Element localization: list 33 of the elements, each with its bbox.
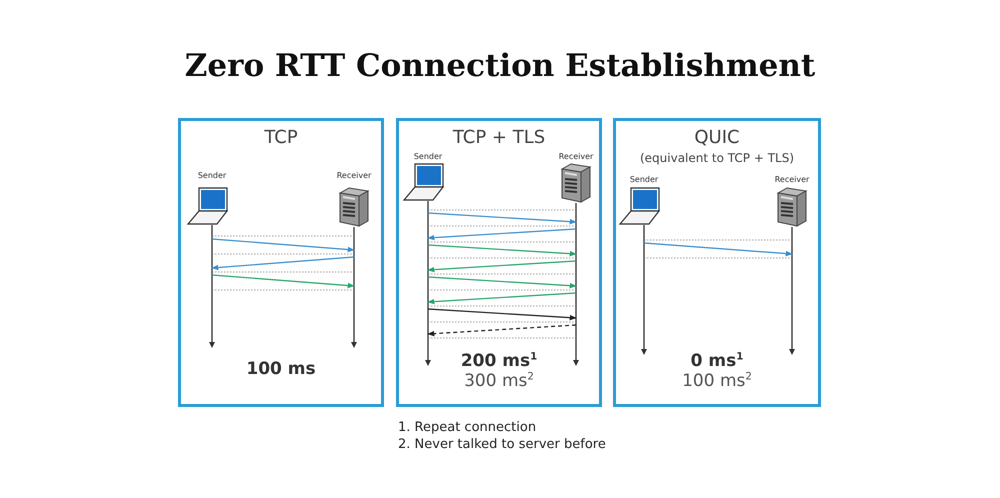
participant-label: Sender	[198, 171, 226, 180]
latency-value: 100 ms$^{2}$	[681, 371, 753, 391]
footnote: 1. Repeat connection	[398, 420, 536, 435]
message-arrow	[428, 276, 577, 288]
message-arrow	[427, 324, 576, 336]
message-arrow	[212, 274, 355, 288]
title: Zero RTT Connection Establishment	[184, 48, 816, 84]
panel-subtitle: (equivalent to TCP + TLS)	[638, 151, 796, 165]
participant-label: Sender	[414, 152, 442, 161]
footnote: 2. Never talked to server before	[398, 437, 606, 452]
participant-label: Receiver	[336, 171, 372, 180]
participant-label: Sender	[630, 175, 658, 184]
message-arrow	[211, 256, 354, 270]
participant-label: Receiver	[558, 152, 594, 161]
message-arrow	[427, 228, 576, 240]
message-arrow	[427, 260, 576, 272]
message-arrow	[644, 242, 793, 256]
panel-heading: TCP	[263, 127, 299, 148]
latency-value: 0 ms$^{1}$	[690, 351, 744, 371]
message-arrow	[212, 238, 355, 252]
message-arrow	[428, 212, 577, 224]
latency-value: 300 ms$^{2}$	[463, 371, 535, 391]
latency-value: 100 ms	[245, 359, 317, 379]
protocol-panel	[178, 118, 384, 407]
message-arrow	[428, 308, 577, 320]
panel-heading: TCP + TLS	[452, 127, 546, 148]
protocol-panel	[613, 118, 821, 407]
protocol-panel	[396, 118, 602, 407]
latency-value: 200 ms$^{1}$	[460, 351, 538, 371]
participant-label: Receiver	[774, 175, 810, 184]
message-arrow	[427, 292, 576, 304]
panel-heading: QUIC	[693, 127, 741, 148]
message-arrow	[428, 244, 577, 256]
